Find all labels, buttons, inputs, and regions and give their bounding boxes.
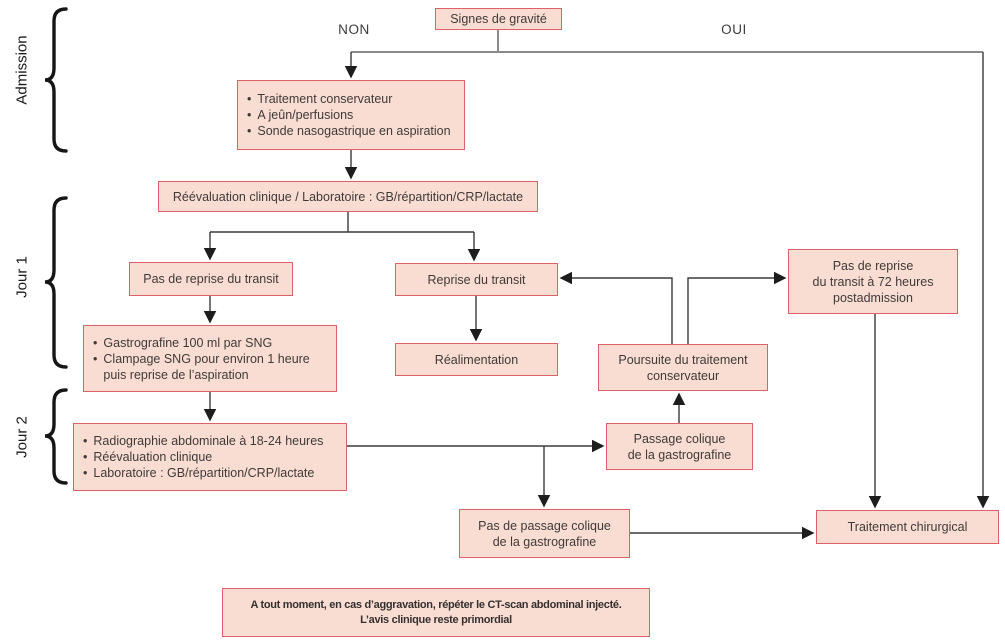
node-text: Traitement chirurgical (847, 520, 968, 534)
node-text: Pas de reprise du transit (143, 272, 279, 286)
brace-jour2 (44, 388, 68, 485)
stage-braces (44, 7, 68, 485)
node-text: Pas de reprise du transit à 72 heures po… (812, 258, 934, 305)
node-traitement-chirurgical: Traitement chirurgical (816, 510, 999, 544)
bullet-item: Traitement conservateur (247, 91, 392, 107)
bullet-item: Réévaluation clinique (83, 449, 212, 465)
note-line-1: A tout moment, en cas d’aggravation, rép… (250, 599, 622, 612)
flow-arrows (203, 52, 990, 540)
bullet-item: Sonde nasogastrique en aspiration (247, 123, 451, 139)
node-text: Reprise du transit (427, 272, 526, 287)
node-realimentation: Réalimentation (395, 343, 558, 376)
node-text: Réalimentation (434, 352, 519, 367)
node-poursuite-traitement: Poursuite du traitement conservateur (598, 344, 768, 391)
branch-label-non: NON (338, 22, 370, 37)
note-line-2: L’avis clinique reste primordial (360, 613, 512, 626)
node-text: Signes de gravité (450, 12, 547, 26)
branch-label-oui: OUI (721, 22, 747, 37)
brace-jour1 (44, 196, 68, 369)
node-gastrografine: Gastrografine 100 ml par SNG Clampage SN… (83, 325, 337, 392)
bullet-item: Gastrografine 100 ml par SNG (93, 335, 272, 351)
stage-label-admission: Admission (13, 35, 31, 105)
stage-label-jour1: Jour 1 (13, 256, 31, 298)
node-traitement-conservateur: Traitement conservateur A jeûn/perfusion… (237, 80, 465, 150)
bullet-item: A jeûn/perfusions (247, 107, 353, 123)
node-text: Poursuite du traitement conservateur (618, 352, 748, 383)
node-radiographie: Radiographie abdominale à 18-24 heures R… (73, 423, 347, 491)
bullet-text: Radiographie abdominale à 18-24 heures (93, 434, 324, 448)
node-text: Réévaluation clinique / Laboratoire : GB… (172, 189, 524, 204)
node-text: Pas de passage colique de la gastrografi… (478, 518, 611, 549)
bullet-text: Clampage SNG pour environ 1 heure puis r… (103, 351, 310, 382)
node-signes-de-gravite: Signes de gravité (435, 8, 562, 30)
brace-admission (44, 7, 68, 153)
bullet-item: Radiographie abdominale à 18-24 heures (83, 433, 323, 449)
bullet-text: Sonde nasogastrique en aspiration (257, 124, 451, 138)
node-text: Passage colique de la gastrografine (627, 431, 732, 462)
node-pas-de-reprise-transit: Pas de reprise du transit (129, 262, 293, 296)
bullet-item: Clampage SNG pour environ 1 heure puis r… (93, 351, 310, 383)
decision-rail (351, 30, 983, 53)
node-passage-colique: Passage colique de la gastrografine (606, 423, 753, 470)
bullet-text: A jeûn/perfusions (257, 108, 354, 122)
stage-label-jour2: Jour 2 (13, 416, 31, 458)
bullet-text: Gastrografine 100 ml par SNG (103, 335, 273, 350)
node-pas-passage-colique: Pas de passage colique de la gastrografi… (459, 509, 630, 558)
bullet-text: Réévaluation clinique (93, 450, 213, 464)
bullet-text: Laboratoire : GB/répartition/CRP/lactate (93, 466, 315, 480)
bullet-item: Laboratoire : GB/répartition/CRP/lactate (83, 465, 314, 481)
note-box: A tout moment, en cas d’aggravation, rép… (222, 588, 650, 637)
bullet-text: Traitement conservateur (257, 92, 393, 106)
node-reprise-transit: Reprise du transit (395, 263, 558, 296)
node-pas-reprise-72h: Pas de reprise du transit à 72 heures po… (788, 249, 958, 314)
node-reevaluation-clinique: Réévaluation clinique / Laboratoire : GB… (158, 181, 538, 212)
